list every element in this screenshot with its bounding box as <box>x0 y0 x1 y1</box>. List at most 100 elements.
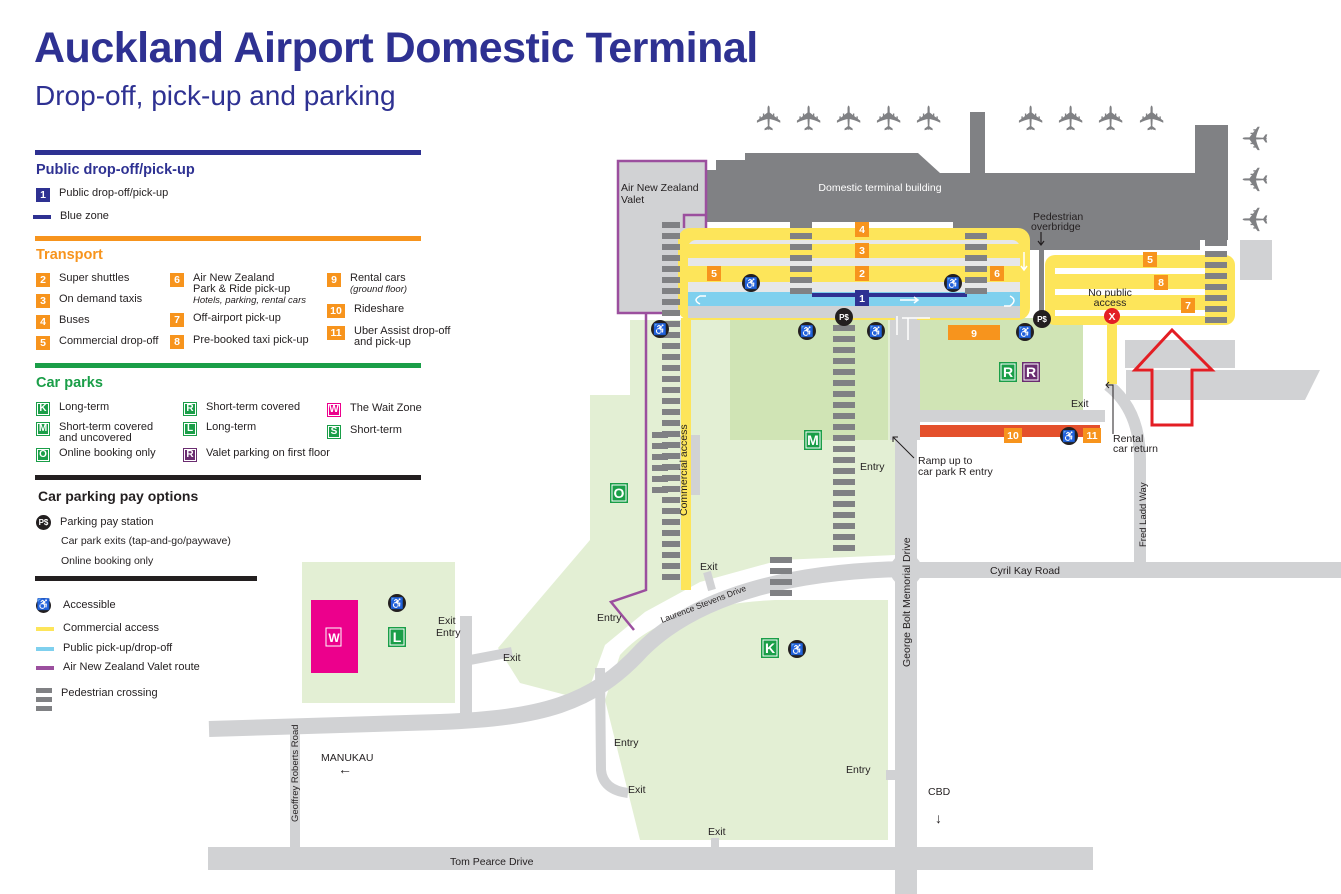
crossing-stripe <box>790 288 812 294</box>
carpark-k-area <box>605 600 888 840</box>
crossing-stripe <box>652 454 668 460</box>
svg-text:♿: ♿ <box>744 277 758 290</box>
entry-label: Entry <box>597 612 622 624</box>
exit-label: Exit <box>503 652 521 664</box>
crossing-stripe <box>662 530 680 536</box>
crossing-stripe <box>1205 317 1227 323</box>
crossing-stripe <box>1205 240 1227 246</box>
crossing-stripe <box>662 508 680 514</box>
carpark-r-sign: R <box>999 362 1017 382</box>
exit-label: Exit <box>438 615 456 627</box>
overbridge-label: overbridge <box>1031 221 1081 233</box>
divider <box>35 150 421 155</box>
crossing-stripe <box>662 332 680 338</box>
plane-icon: ✈ <box>1093 104 1131 133</box>
marker-9: 9 <box>971 328 977 340</box>
crossing-stripe <box>965 222 987 228</box>
crossing-stripe <box>790 266 812 272</box>
crossing-stripe <box>662 398 680 404</box>
svg-text:♿: ♿ <box>790 643 804 656</box>
svg-text:O: O <box>614 485 625 501</box>
pedestrian-overbridge <box>1039 243 1044 318</box>
legend-item: Online booking only <box>61 555 154 567</box>
road-label-fred-ladd: Fred Ladd Way <box>1138 482 1149 547</box>
crossing-stripe <box>833 402 855 408</box>
marker-8: 8 <box>1154 275 1168 290</box>
crossing-stripe <box>833 369 855 375</box>
legend-heading-public: Public drop-off/pick-up <box>36 162 195 178</box>
carpark-l-sign: L <box>388 627 406 647</box>
crossing-stripe <box>833 512 855 518</box>
flow-arrows <box>695 252 1170 340</box>
road-label-tom-pearce: Tom Pearce Drive <box>450 856 534 868</box>
crossing-stripe <box>790 244 812 250</box>
lower-car-park-road <box>920 410 1105 422</box>
svg-text:P$: P$ <box>1037 315 1047 324</box>
crossing-stripe <box>662 277 680 283</box>
crossing-stripe <box>790 222 812 228</box>
loop-lane <box>1055 310 1205 316</box>
overbridge-label: Pedestrian <box>1033 211 1083 223</box>
plane-icon: ✈ <box>1134 104 1172 133</box>
blue-zone-line <box>812 293 967 297</box>
right-pier <box>1240 240 1272 280</box>
plane-icon: ✈ <box>911 104 949 133</box>
crossing-stripe <box>662 233 680 239</box>
entry-label: Entry <box>860 461 885 473</box>
crossing-stripe <box>662 387 680 393</box>
lane-shuttle <box>688 266 1020 282</box>
legend-item: Commercial access <box>36 623 159 634</box>
accessible-icon: ♿ <box>1060 427 1078 445</box>
legend-item: Blue zone <box>33 211 109 222</box>
crossing-stripe <box>662 321 680 327</box>
crossing-icon <box>36 688 52 711</box>
crossing-stripe <box>833 490 855 496</box>
crossing-stripe <box>965 266 987 272</box>
crossing-stripe <box>770 579 792 585</box>
marker-7: 7 <box>1181 298 1195 313</box>
carpark-k-sign: K <box>761 638 779 658</box>
crossing-stripe <box>833 446 855 452</box>
crossing-stripe <box>662 244 680 250</box>
plane-icon: ✈ <box>1013 104 1051 133</box>
overbridge-arrow <box>1037 232 1045 246</box>
crossing-stripe <box>1205 295 1227 301</box>
svg-text:R: R <box>1003 364 1013 380</box>
crossing-stripe <box>833 391 855 397</box>
aircraft: ✈✈✈✈✈✈✈✈✈✈✈✈ <box>751 104 1269 237</box>
geoffrey-roberts-road <box>290 730 300 847</box>
crossing-stripe <box>790 255 812 261</box>
crossing-stripe <box>652 432 668 438</box>
legend-label: Blue zone <box>60 210 109 222</box>
crossing-stripe <box>833 358 855 364</box>
crossing-stripe <box>662 563 680 569</box>
k-park-access-road <box>595 667 629 798</box>
pay-station-icon: P$ <box>835 308 853 326</box>
lane-road <box>688 306 1020 318</box>
ramp-arrow <box>892 436 915 459</box>
blue-zone-swatch <box>33 215 51 219</box>
plane-icon: ✈ <box>1241 159 1270 197</box>
svg-text:X: X <box>1108 311 1115 323</box>
valet-route <box>682 213 706 228</box>
public-swatch <box>36 647 54 651</box>
divider <box>35 475 421 480</box>
svg-text:M: M <box>807 432 819 448</box>
divider <box>35 576 257 581</box>
legend-heading-pay: Car parking pay options <box>38 488 199 504</box>
valet-swatch <box>36 666 54 670</box>
gray-block-right-1 <box>1125 340 1235 368</box>
legend-item: Pedestrian crossing <box>36 688 158 711</box>
crossing-stripe <box>662 409 680 415</box>
legend-heading-carparks: Car parks <box>36 375 103 391</box>
crossing-stripe <box>662 541 680 547</box>
svg-text:3: 3 <box>859 245 865 257</box>
crossing-stripe <box>662 475 680 481</box>
upper-exit-stub <box>703 570 716 592</box>
accessible-icon: ♿ <box>742 274 760 292</box>
crossing-stripe <box>662 442 680 448</box>
crossing-stripe <box>662 464 680 470</box>
plane-icon: ✈ <box>1053 104 1091 133</box>
